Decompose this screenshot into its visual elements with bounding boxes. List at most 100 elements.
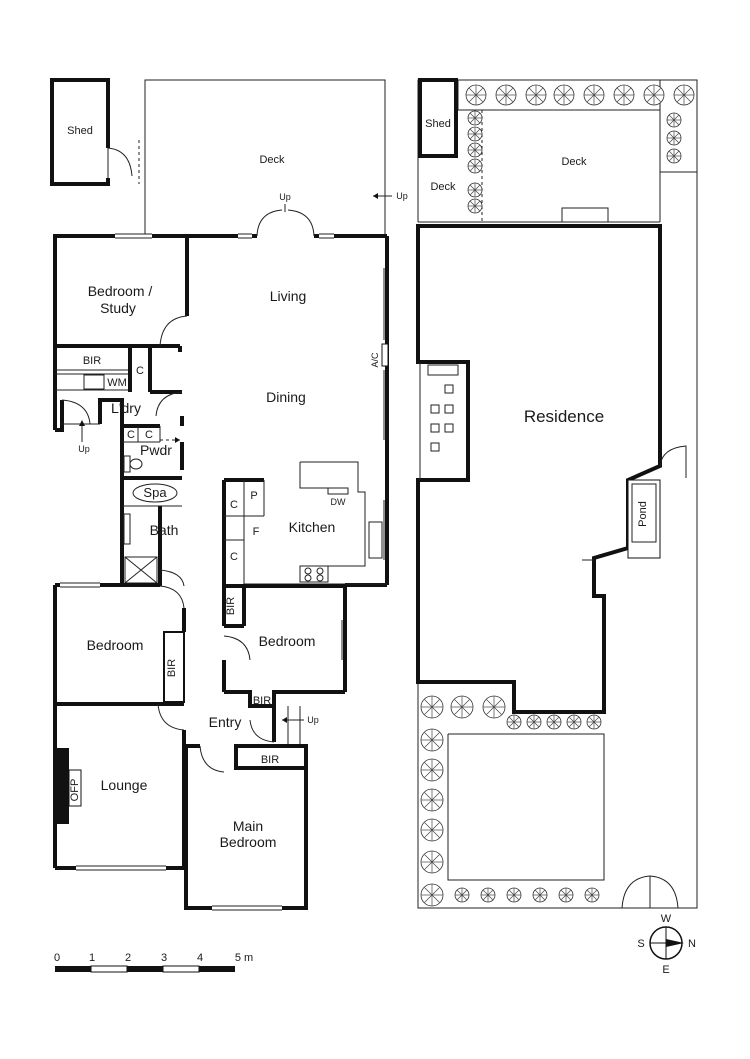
scale-label-5: 5 m — [235, 952, 253, 964]
compass-w-label: W — [661, 913, 672, 925]
main-walls: A/C Up BIR WM C — [53, 209, 389, 911]
cupboard-laundry-label: C — [136, 365, 144, 377]
tree-icon — [613, 84, 635, 106]
tree-icon — [506, 887, 522, 903]
bedroom-left-label: Bedroom — [87, 637, 144, 653]
living-label: Living — [270, 288, 307, 304]
tree-icon — [450, 695, 474, 719]
tree-icon — [467, 110, 483, 126]
cupboard-kitchen-1-label: C — [230, 499, 238, 511]
tree-icon — [666, 130, 682, 146]
entry-label: Entry — [209, 714, 242, 730]
dining-label: Dining — [266, 389, 306, 405]
tree-icon — [666, 148, 682, 164]
tree-icon — [467, 142, 483, 158]
scale-label-2: 2 — [125, 952, 131, 964]
tree-icon — [666, 112, 682, 128]
tree-icon — [467, 126, 483, 142]
tree-icon — [673, 84, 695, 106]
side-up-label: Up — [396, 191, 408, 201]
bedroom-study-label-line2: Study — [100, 300, 136, 316]
bir-label-study: BIR — [83, 355, 101, 367]
tree-icon — [584, 887, 600, 903]
tree-icon — [454, 887, 470, 903]
deck-up-label: Up — [279, 192, 291, 202]
tree-icon — [525, 84, 547, 106]
tree-icon — [566, 714, 582, 730]
kitchen-label: Kitchen — [289, 519, 336, 535]
lounge-label: Lounge — [101, 777, 148, 793]
tree-icon — [420, 818, 444, 842]
ofp-label: OFP — [69, 779, 81, 802]
tree-icon — [420, 850, 444, 874]
tree-icon — [420, 695, 444, 719]
shed: Shed — [50, 78, 133, 186]
ac-label: A/C — [370, 352, 380, 368]
bath-label: Bath — [150, 522, 179, 538]
scale-label-3: 3 — [161, 952, 167, 964]
cupboard-kitchen-2-label: C — [230, 551, 238, 563]
site-deck-small-label: Deck — [430, 181, 456, 193]
bedroom-right-label: Bedroom — [259, 633, 316, 649]
bedroom-study-label-line1: Bedroom / — [88, 283, 153, 299]
spa-label: Spa — [143, 485, 167, 500]
tree-icon — [558, 887, 574, 903]
room-labels: Bedroom / Study Living Dining Kitchen L'… — [87, 283, 336, 850]
tree-icon — [526, 714, 542, 730]
bir-label-bedroom-center: BIR — [225, 597, 237, 615]
tree-icon — [420, 883, 444, 907]
main-bedroom-label-line2: Bedroom — [220, 834, 277, 850]
right-site-plan: Shed Deck Deck Residence Pond — [416, 78, 698, 909]
trees — [420, 84, 695, 907]
pantry-label: P — [250, 490, 257, 502]
main-bedroom-label-line1: Main — [233, 818, 263, 834]
laundry-label: L'dry — [111, 400, 141, 416]
tree-icon — [420, 788, 444, 812]
tree-icon — [465, 84, 487, 106]
site-deck-label: Deck — [561, 156, 587, 168]
compass: W S N E — [637, 913, 696, 976]
tree-icon — [467, 182, 483, 198]
cupboard-c1-label: C — [127, 429, 135, 441]
dw-label: DW — [331, 497, 346, 507]
tree-icon — [586, 714, 602, 730]
pond-label: Pond — [637, 501, 649, 527]
entry-up-label: Up — [307, 715, 319, 725]
tree-icon — [546, 714, 562, 730]
compass-s-label: S — [637, 938, 644, 950]
compass-needle-icon — [666, 939, 684, 947]
tree-icon — [467, 158, 483, 174]
tree-icon — [467, 198, 483, 214]
laundry-up-label: Up — [78, 444, 90, 454]
tree-icon — [480, 887, 496, 903]
tree-icon — [532, 887, 548, 903]
scale-label-4: 4 — [197, 952, 203, 964]
shed-label: Shed — [67, 125, 93, 137]
scale-bar: 0 1 2 3 4 5 m — [54, 952, 253, 973]
wm-label: WM — [107, 377, 127, 389]
tree-icon — [643, 84, 665, 106]
tree-icon — [553, 84, 575, 106]
bir-label-bedroom-left: BIR — [166, 659, 178, 677]
fridge-label: F — [253, 526, 260, 538]
tree-icon — [506, 714, 522, 730]
scale-label-0: 0 — [54, 952, 60, 964]
compass-e-label: E — [662, 964, 669, 976]
site-shed-label: Shed — [425, 118, 451, 130]
scale-label-1: 1 — [89, 952, 95, 964]
left-floor-plan: Shed Deck Up Up — [50, 78, 408, 911]
tree-icon — [420, 758, 444, 782]
cupboard-c2-label: C — [145, 429, 153, 441]
deck: Deck Up Up — [138, 79, 408, 234]
bir-label-bedroom-center-2: BIR — [253, 695, 271, 707]
bir-label-main-bedroom: BIR — [261, 754, 279, 766]
tree-icon — [583, 84, 605, 106]
tree-icon — [495, 84, 517, 106]
deck-label: Deck — [259, 154, 285, 166]
tree-icon — [420, 728, 444, 752]
tree-icon — [482, 695, 506, 719]
residence-label: Residence — [524, 407, 604, 426]
compass-n-label: N — [688, 938, 696, 950]
powder-label: Pwdr — [140, 442, 172, 458]
